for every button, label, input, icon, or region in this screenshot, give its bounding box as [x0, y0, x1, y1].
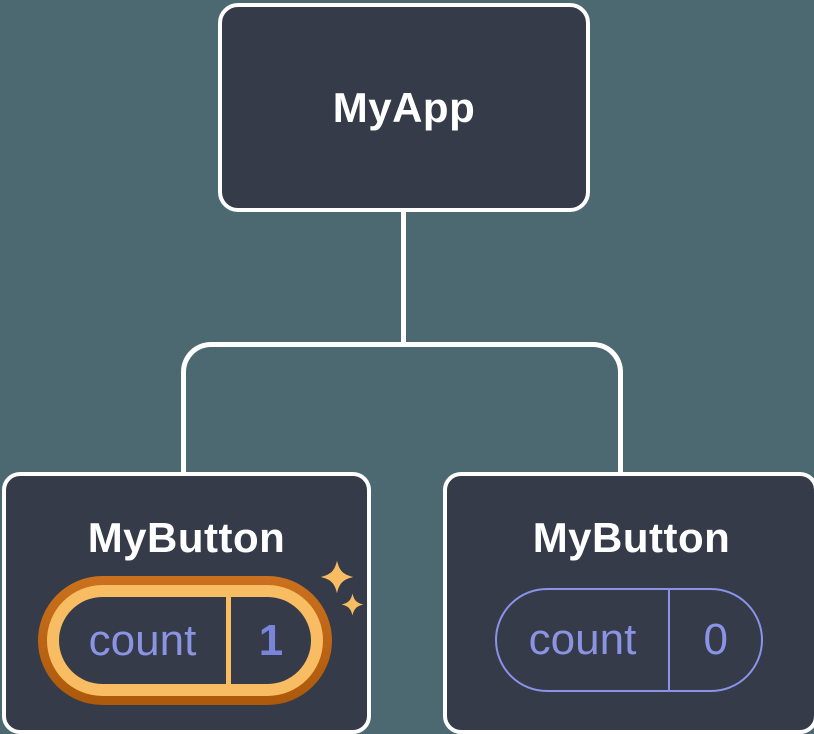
pill-divider	[667, 590, 671, 690]
sparkle-icon-large	[320, 560, 354, 594]
child-node-mybutton-2: MyButton count 0	[443, 472, 814, 734]
state-value-cell: 1	[231, 597, 311, 684]
state-pill-highlight-ring: count 1	[38, 576, 332, 705]
state-pill: count 1	[59, 597, 311, 684]
connector-branch	[181, 342, 623, 472]
state-pill: count 0	[495, 588, 763, 692]
state-value-label: 1	[258, 615, 284, 665]
state-name-cell: count	[497, 590, 668, 690]
child-node-label: MyButton	[532, 514, 731, 561]
root-node: MyApp	[218, 3, 590, 212]
pill-divider	[226, 597, 231, 684]
state-pill-highlight-inner-ring: count 1	[47, 585, 323, 696]
state-value-label: 0	[703, 615, 728, 664]
state-name-label: count	[88, 615, 197, 665]
child-node-label: MyButton	[87, 514, 286, 561]
child-node-mybutton-1: MyButton count 1	[2, 472, 371, 734]
state-name-label: count	[528, 615, 637, 664]
state-name-cell: count	[59, 597, 226, 684]
state-value-cell: 0	[670, 590, 761, 690]
connector-stem	[401, 211, 406, 343]
root-node-label: MyApp	[332, 83, 476, 131]
sparkle-icon-small	[341, 593, 364, 616]
